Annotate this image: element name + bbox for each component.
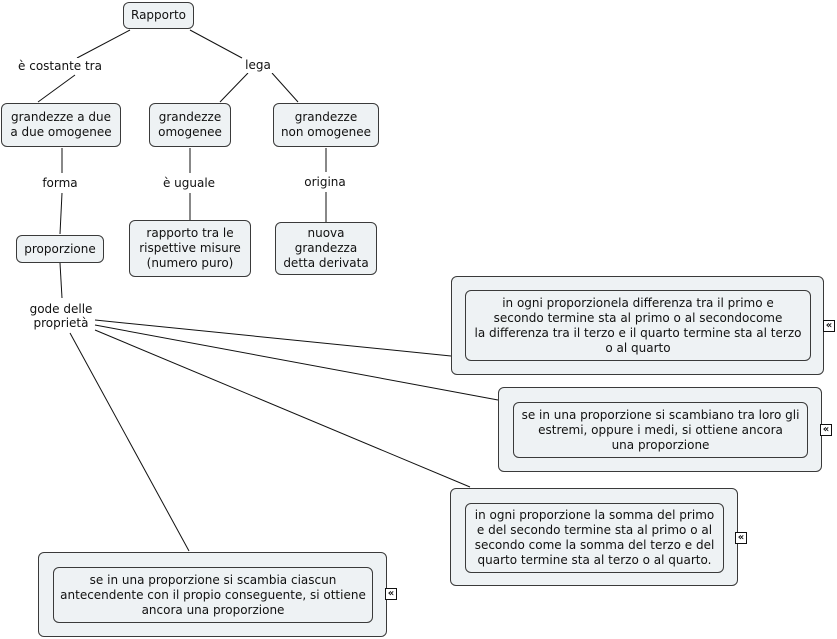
property-text-3: in ogni proporzione la somma del primo e… bbox=[465, 503, 724, 573]
property-group-2: se in una proporzione si scambiano tra l… bbox=[498, 387, 822, 472]
node-grandezze-omogenee: grandezze omogenee bbox=[149, 103, 231, 147]
property-text-1: in ogni proporzionela differenza tra il … bbox=[465, 290, 811, 361]
link-costante-tra: è costante tra bbox=[16, 58, 104, 74]
expand-icon[interactable]: « bbox=[385, 588, 397, 600]
expand-icon[interactable]: « bbox=[823, 320, 835, 332]
expand-icon[interactable]: « bbox=[820, 424, 832, 436]
expand-icon[interactable]: « bbox=[735, 532, 747, 544]
link-origina: origina bbox=[302, 174, 348, 190]
property-group-4: se in una proporzione si scambia ciascun… bbox=[38, 552, 387, 637]
link-uguale: è uguale bbox=[160, 175, 218, 191]
link-forma: forma bbox=[40, 175, 80, 191]
property-group-1: in ogni proporzionela differenza tra il … bbox=[451, 276, 824, 375]
property-text-4: se in una proporzione si scambia ciascun… bbox=[53, 567, 373, 623]
node-grandezze-due-a-due: grandezze a due a due omogenee bbox=[1, 103, 121, 147]
property-text-2: se in una proporzione si scambiano tra l… bbox=[513, 402, 808, 458]
property-group-3: in ogni proporzione la somma del primo e… bbox=[450, 488, 738, 586]
link-gode-delle-proprieta: gode delle proprietà bbox=[27, 301, 95, 331]
node-rapporto: Rapporto bbox=[123, 2, 194, 29]
node-grandezze-non-omogenee: grandezze non omogenee bbox=[273, 103, 379, 147]
node-nuova-grandezza: nuova grandezza detta derivata bbox=[275, 222, 377, 275]
node-rapporto-misure: rapporto tra le rispettive misure (numer… bbox=[129, 220, 251, 277]
link-lega: lega bbox=[243, 57, 273, 73]
node-proporzione: proporzione bbox=[16, 235, 104, 263]
